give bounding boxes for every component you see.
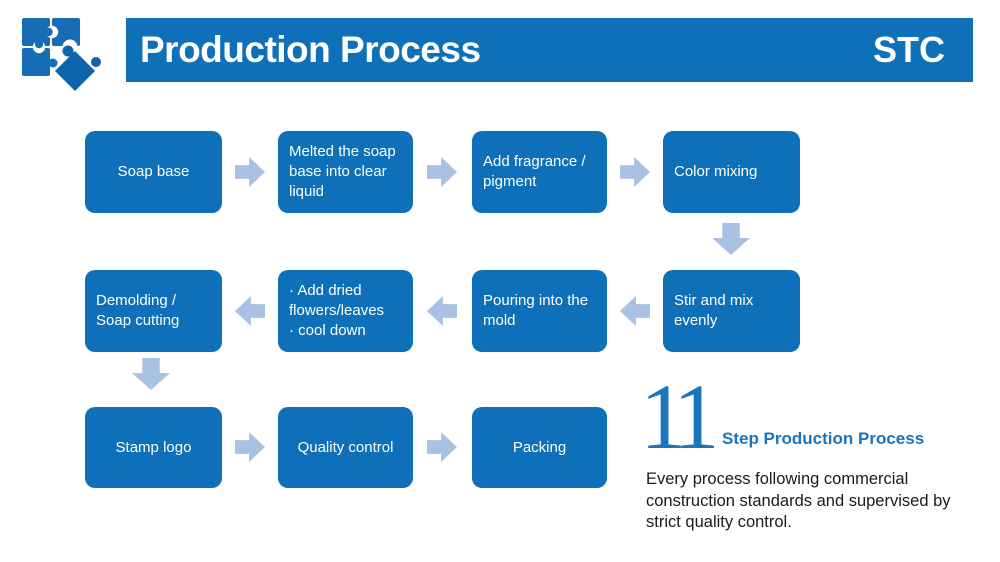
step-box-demolding: Demolding / Soap cutting <box>85 270 222 352</box>
arrow-right-icon <box>427 157 457 187</box>
puzzle-icon <box>22 18 101 91</box>
summary-description: Every process following commercial const… <box>646 470 951 531</box>
arrow-left-icon <box>427 296 457 326</box>
arrow-left-icon <box>235 296 265 326</box>
header-bar: Production Process STC <box>126 18 973 82</box>
step-box-soap-base: Soap base <box>85 131 222 213</box>
step-box-stir-mix: Stir and mix evenly <box>663 270 800 352</box>
step-box-packing: Packing <box>472 407 607 488</box>
step-count-number: 11 <box>640 366 720 469</box>
arrow-down-icon <box>132 358 170 390</box>
brand-label: STC <box>873 29 945 70</box>
step-box-stamp-logo: Stamp logo <box>85 407 222 488</box>
step-box-melted-soap: Melted the soap base into clear liquid <box>278 131 413 213</box>
page-title: Production Process <box>140 29 481 70</box>
step-box-dried-flowers: · Add dried flowers/leaves · cool down <box>278 270 413 352</box>
arrow-right-icon <box>235 432 265 462</box>
arrow-left-icon <box>620 296 650 326</box>
step-box-pouring-mold: Pouring into the mold <box>472 270 607 352</box>
arrow-right-icon <box>620 157 650 187</box>
arrow-right-icon <box>235 157 265 187</box>
summary-heading: Step Production Process <box>722 429 925 448</box>
step-box-quality-control: Quality control <box>278 407 413 488</box>
step-box-add-fragrance: Add fragrance / pigment <box>472 131 607 213</box>
step-box-color-mixing: Color mixing <box>663 131 800 213</box>
arrow-right-icon <box>427 432 457 462</box>
arrow-down-icon <box>712 223 750 255</box>
